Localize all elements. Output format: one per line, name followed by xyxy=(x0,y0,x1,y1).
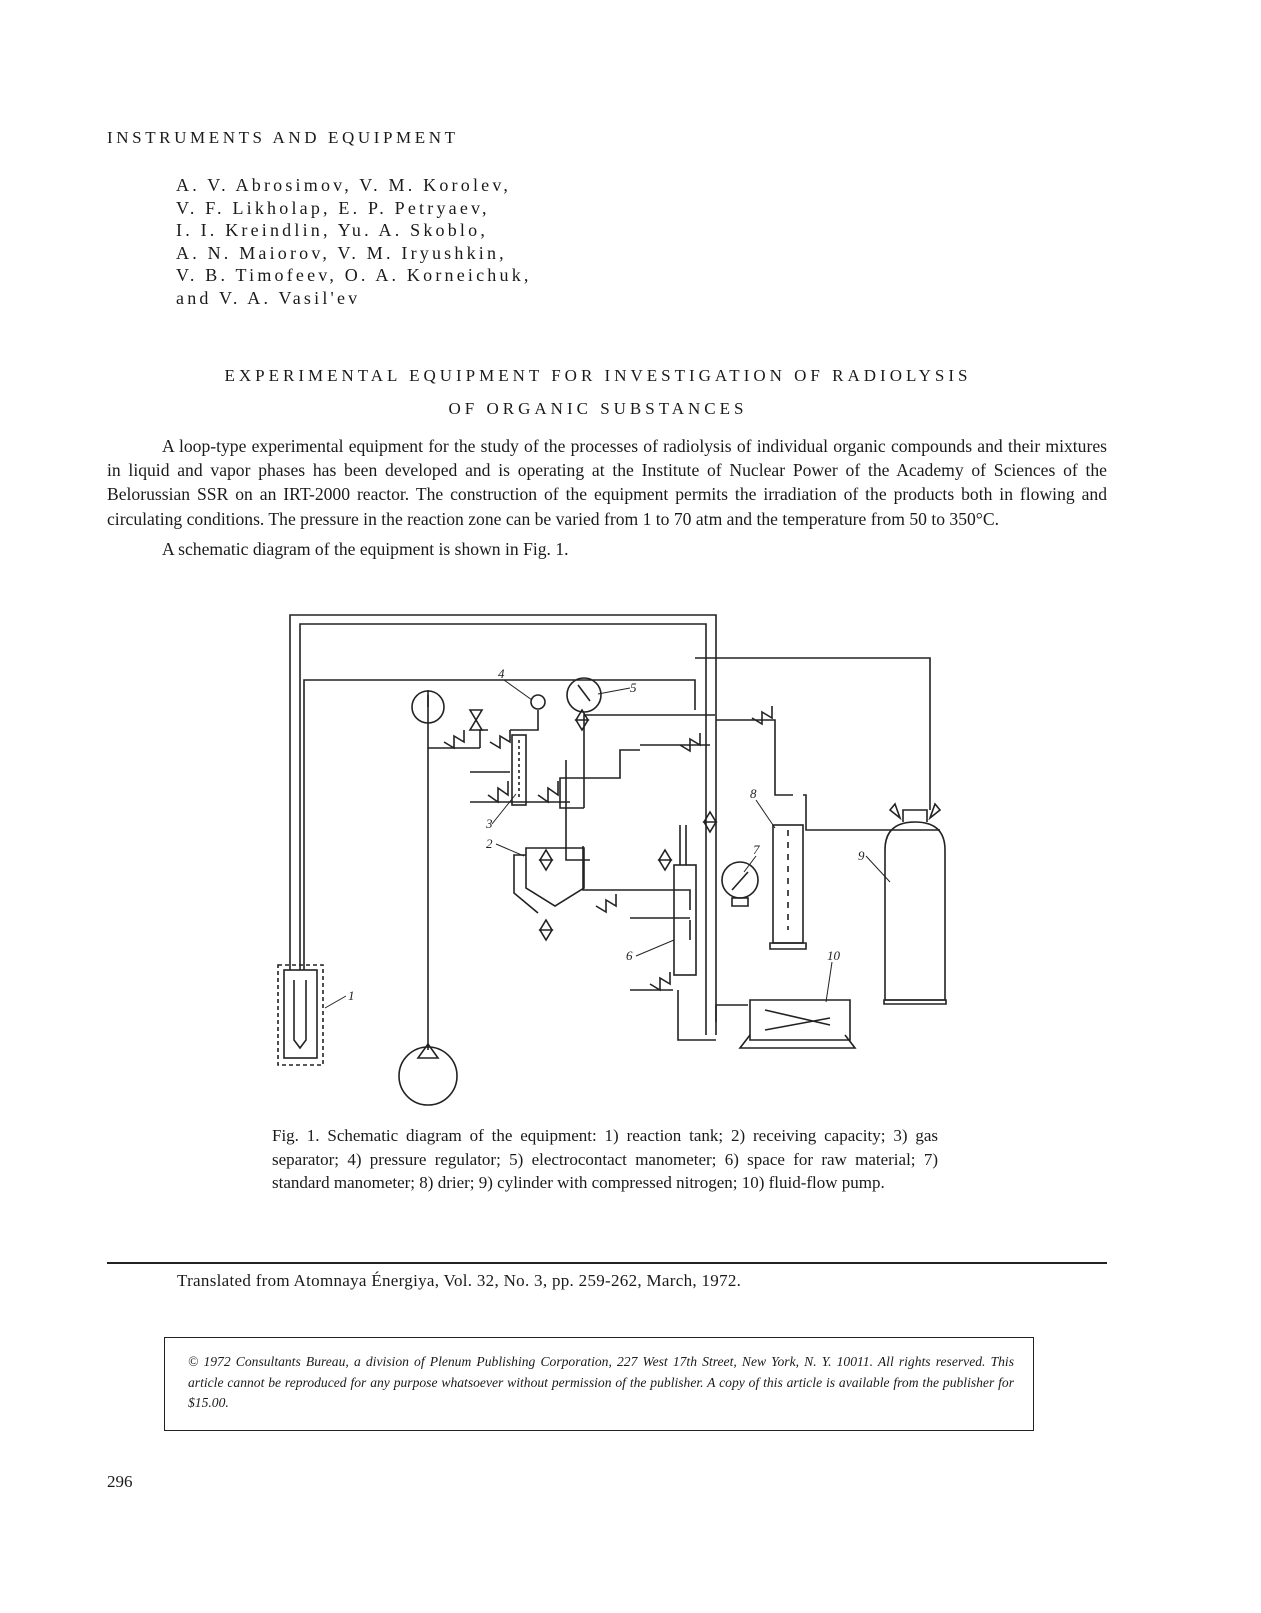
reaction-tank xyxy=(277,964,324,1066)
paragraph: A schematic diagram of the equipment is … xyxy=(162,538,569,559)
copyright-notice: © 1972 Consultants Bureau, a division of… xyxy=(188,1354,1014,1410)
figure-caption: Fig. 1. Schematic diagram of the equipme… xyxy=(272,1126,938,1192)
piping xyxy=(289,614,940,1050)
component-labels: 1 2 3 4 5 6 7 8 9 10 xyxy=(348,666,865,1003)
label-2: 2 xyxy=(486,836,493,851)
body-text: A loop-type experimental equipment for t… xyxy=(107,434,1107,561)
label-8: 8 xyxy=(750,786,757,801)
author-line: V. F. Likholap, E. P. Petryaev, xyxy=(176,197,490,218)
leader-lines xyxy=(324,679,891,1009)
author-line: and V. A. Vasil'ev xyxy=(176,287,361,308)
label-1: 1 xyxy=(348,988,355,1003)
author-line: A. V. Abrosimov, V. M. Korolev, xyxy=(176,175,512,195)
label-7: 7 xyxy=(753,842,760,857)
fluid-flow-pump xyxy=(738,999,857,1049)
label-6: 6 xyxy=(626,948,633,963)
article-title-line-2: OF ORGANIC SUBSTANCES xyxy=(448,399,748,418)
drier xyxy=(769,824,807,950)
section-heading: INSTRUMENTS AND EQUIPMENT xyxy=(107,128,459,147)
standard-manometer xyxy=(721,861,759,907)
nitrogen-cylinder xyxy=(883,802,947,1005)
label-10: 10 xyxy=(827,948,841,963)
page-number: 296 xyxy=(107,1472,133,1491)
label-5: 5 xyxy=(630,680,637,695)
translation-note: Translated from Atomnaya Énergiya, Vol. … xyxy=(177,1271,742,1290)
author-line: V. B. Timofeev, O. A. Korneichuk, xyxy=(176,265,532,285)
receiving-capacity xyxy=(513,847,585,914)
label-4: 4 xyxy=(498,666,505,681)
gas-separator xyxy=(511,734,527,806)
schematic-diagram: 1 2 3 4 5 6 7 8 9 10 xyxy=(277,614,947,1106)
gauge-6-top xyxy=(398,690,458,1106)
regulator-and-manometer xyxy=(530,677,602,713)
author-list: A. V. Abrosimov, V. M. Korolev, V. F. Li… xyxy=(176,174,532,309)
raw-material-vessel xyxy=(673,825,697,976)
author-line: A. N. Maiorov, V. M. Iryushkin, xyxy=(176,242,507,263)
valves xyxy=(443,706,773,992)
author-line: I. I. Kreindlin, Yu. A. Skoblo, xyxy=(176,220,489,240)
footnote-divider xyxy=(107,1262,1107,1264)
schematic-figure: 1 2 3 4 5 6 7 8 9 10 xyxy=(270,610,970,1110)
label-9: 9 xyxy=(858,848,865,863)
copyright-box: © 1972 Consultants Bureau, a division of… xyxy=(164,1337,1034,1431)
article-title-line-1: EXPERIMENTAL EQUIPMENT FOR INVESTIGATION… xyxy=(224,366,972,385)
paragraph: A loop-type experimental equipment for t… xyxy=(107,436,1107,529)
label-3: 3 xyxy=(485,816,493,831)
